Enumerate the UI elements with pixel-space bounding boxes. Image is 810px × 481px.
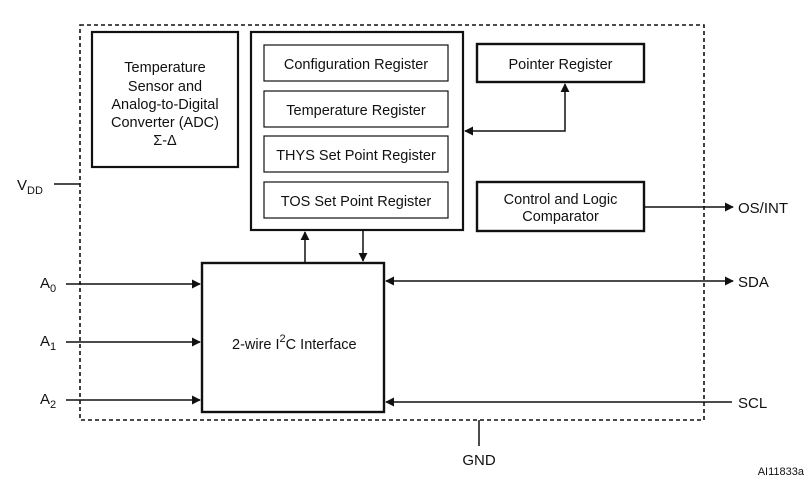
i2c-suffix: C Interface (286, 337, 357, 353)
adc-block: Temperature Sensor and Analog-to-Digital… (90, 30, 240, 169)
chip-boundary (79, 24, 705, 421)
pin-a0-sub: 0 (50, 283, 56, 295)
pin-os-int-label: OS/INT (738, 200, 788, 217)
tos-register-label: TOS Set Point Register (281, 194, 432, 210)
pin-sda-label: SDA (738, 274, 769, 291)
i2c-superscript: 2 (280, 333, 286, 345)
figure-id: AI11833a (758, 466, 805, 478)
adc-label-line-3: Analog-to-Digital (111, 97, 218, 113)
temperature-register-label: Temperature Register (286, 103, 426, 119)
tos-register (263, 181, 449, 219)
pointer-register: Pointer Register (475, 42, 646, 84)
thys-register-label: THYS Set Point Register (276, 148, 436, 164)
control-logic-label-line-2: Comparator (522, 209, 599, 225)
adc-label-line-2: Sensor and (128, 79, 202, 95)
pin-a1-label: A1 (40, 333, 56, 353)
adc-label-line-5: Σ-Δ (153, 133, 177, 149)
register-group: Configuration Register Temperature Regis… (249, 30, 465, 232)
pin-vdd-sub: DD (27, 185, 43, 197)
pin-gnd-label: GND (462, 452, 496, 469)
thys-register (263, 135, 449, 173)
configuration-register-label: Configuration Register (284, 57, 428, 73)
pin-a2-label: A2 (40, 391, 56, 411)
pin-scl-label: SCL (738, 395, 767, 412)
pin-a0-label: A0 (40, 275, 56, 295)
i2c-interface-label: 2-wire I2C Interface (232, 333, 357, 353)
control-logic-label-line-1: Control and Logic (504, 192, 618, 208)
i2c-interface-block: 2-wire I2C Interface (200, 261, 386, 414)
pointer-link-line (464, 83, 570, 136)
configuration-register (263, 44, 449, 82)
temperature-register (263, 90, 449, 128)
pointer-register-label: Pointer Register (509, 57, 613, 73)
i2c-prefix: 2-wire I (232, 337, 280, 353)
pin-a2-main: A (40, 391, 50, 408)
pin-vdd-main: V (17, 177, 27, 194)
adc-label-line-4: Converter (ADC) (111, 115, 219, 131)
pin-vdd-label: VDD (17, 177, 43, 197)
pin-a1-main: A (40, 333, 50, 350)
pin-a1-sub: 1 (50, 341, 56, 353)
adc-label-line-1: Temperature (124, 60, 205, 76)
pin-a2-sub: 2 (50, 399, 56, 411)
pin-a0-main: A (40, 275, 50, 292)
control-logic-block: Control and Logic Comparator (475, 180, 646, 233)
